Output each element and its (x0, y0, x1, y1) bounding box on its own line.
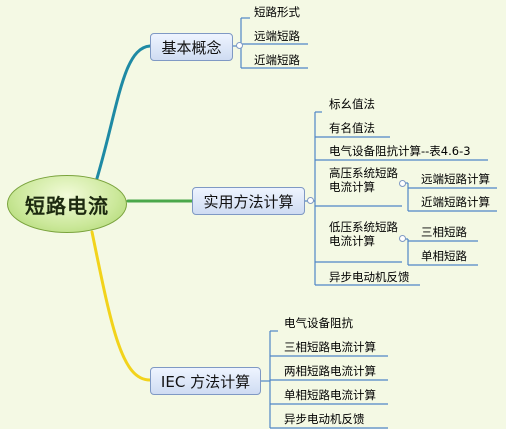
subtopic-per-unit-method[interactable]: 标幺值法 (329, 97, 375, 111)
collapse-toggle-basic[interactable] (236, 42, 243, 49)
collapse-toggle-lv[interactable] (399, 235, 406, 242)
subtopic-hv-system-calc[interactable]: 高压系统短路电流计算 (329, 166, 398, 194)
branch-curve-iec (90, 230, 152, 382)
subtopic-iec-two-phase-calc[interactable]: 两相短路电流计算 (284, 364, 376, 378)
subtopic-iec-equipment-impedance[interactable]: 电气设备阻抗 (284, 316, 353, 330)
root-topic[interactable]: 短路电流 (7, 175, 127, 233)
subtopic-near-end-calc[interactable]: 近端短路计算 (421, 195, 490, 209)
subtopic-iec-three-phase-calc[interactable]: 三相短路电流计算 (284, 340, 376, 354)
subtopic-single-phase-short[interactable]: 单相短路 (421, 249, 467, 263)
connectors-practical (305, 111, 497, 286)
subtopic-motor-feedback[interactable]: 异步电动机反馈 (329, 270, 410, 284)
subtopic-far-end-calc[interactable]: 远端短路计算 (421, 172, 490, 186)
subtopic-three-phase-short[interactable]: 三相短路 (421, 225, 467, 239)
topic-basic-concepts[interactable]: 基本概念 (150, 33, 233, 61)
topic-practical-method[interactable]: 实用方法计算 (192, 187, 305, 215)
subtopic-iec-motor-feedback[interactable]: 异步电动机反馈 (284, 412, 365, 426)
subtopic-equipment-impedance[interactable]: 电气设备阻抗计算--表4.6-3 (329, 144, 471, 158)
topic-iec-method[interactable]: IEC 方法计算 (150, 367, 261, 395)
subtopic-lv-system-calc[interactable]: 低压系统短路电流计算 (329, 220, 398, 248)
subtopic-near-end-short-circuit[interactable]: 近端短路 (254, 53, 300, 67)
subtopic-short-circuit-forms[interactable]: 短路形式 (254, 5, 300, 19)
collapse-toggle-practical[interactable] (307, 197, 314, 204)
subtopic-named-value-method[interactable]: 有名值法 (329, 121, 375, 135)
subtopic-iec-single-phase-calc[interactable]: 单相短路电流计算 (284, 388, 376, 402)
branch-curve-basic (93, 44, 152, 187)
connectors-iec (261, 330, 388, 429)
subtopic-far-end-short-circuit[interactable]: 远端短路 (254, 29, 300, 43)
collapse-toggle-hv[interactable] (399, 180, 406, 187)
